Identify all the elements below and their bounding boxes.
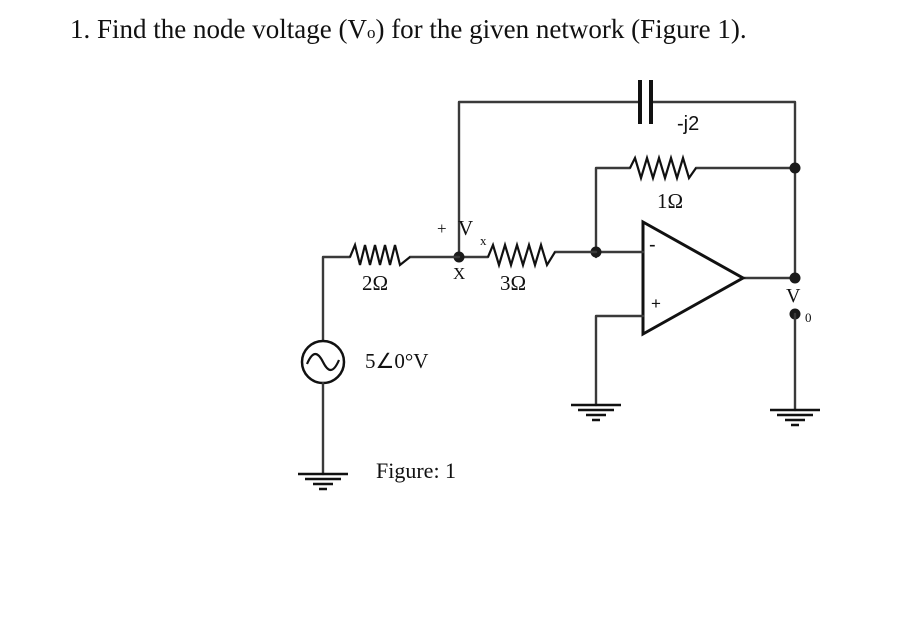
wire-feedback — [594, 166, 797, 259]
feedback-resistor — [629, 154, 697, 182]
resistor-3ohm-label: 3Ω — [500, 271, 526, 295]
wire-top-left — [457, 100, 642, 259]
ac-source — [300, 339, 346, 385]
ground-output — [770, 408, 820, 427]
resistor-2ohm — [348, 241, 411, 267]
vx-label: V — [458, 216, 473, 240]
wire-top-right — [649, 100, 797, 170]
wire-noninverting-ground — [594, 314, 645, 407]
wire-left-top — [321, 255, 461, 342]
feedback-resistor-label: 1Ω — [657, 189, 683, 213]
node-output — [789, 272, 801, 284]
source-label: 5∠0°V — [365, 349, 428, 373]
question-subscript: o — [366, 23, 376, 42]
capacitor-label: -j2 — [677, 113, 699, 135]
ground-noninverting — [571, 403, 621, 422]
question-suffix: ) for the given network (Figure 1). — [375, 14, 747, 44]
wire-output-column — [741, 166, 797, 280]
ground-source — [298, 472, 348, 491]
resistor-2ohm-label: 2Ω — [362, 271, 388, 295]
figure-caption: Figure: 1 — [376, 458, 456, 483]
vo-subscript: 0 — [805, 310, 812, 325]
question-prefix: 1. Find the node voltage (V — [70, 14, 367, 44]
question-text: 1. Find the node voltage (Vo) for the gi… — [70, 14, 747, 45]
opamp-minus-sign: - — [649, 234, 656, 256]
op-amp — [641, 219, 747, 337]
node-feedback-junction — [789, 162, 801, 174]
capacitor — [638, 80, 653, 124]
node-x-label: X — [453, 264, 465, 283]
vo-label: V — [786, 285, 801, 307]
opamp-plus-sign: + — [651, 294, 661, 313]
vx-plus-sign: + — [437, 219, 447, 238]
resistor-3ohm — [486, 241, 556, 269]
vx-subscript: x — [480, 233, 487, 248]
